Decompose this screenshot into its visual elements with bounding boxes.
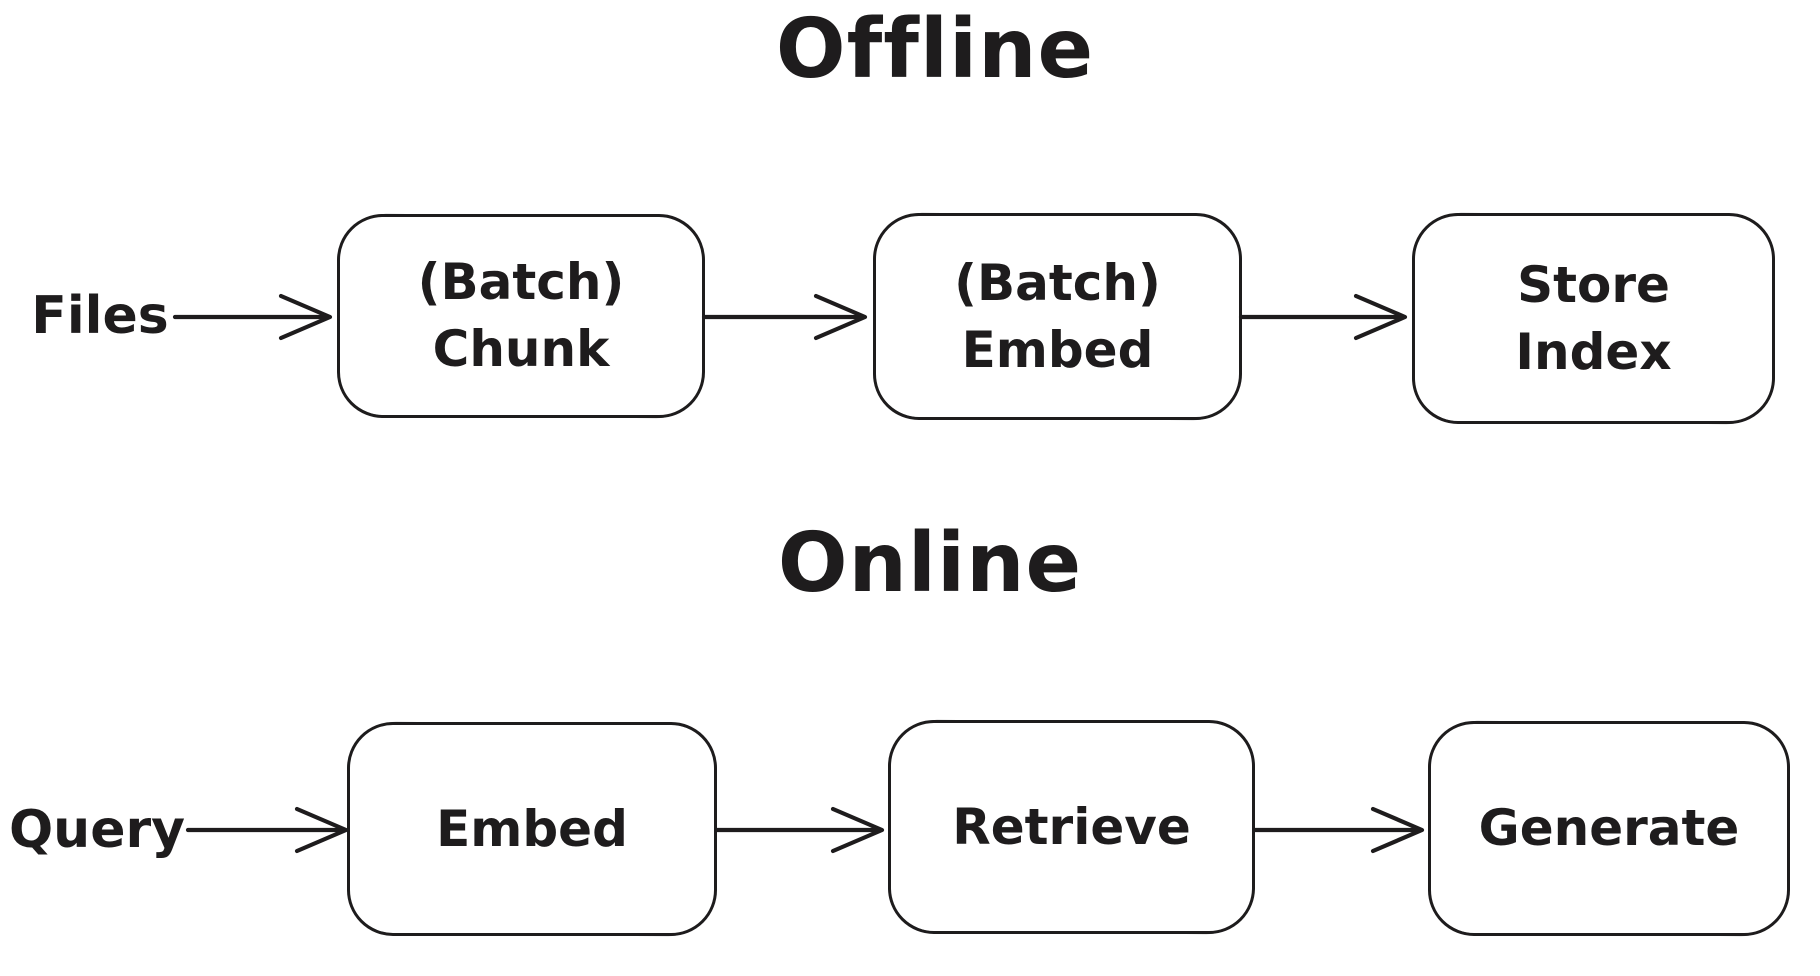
arrow-files-to-chunk-icon [172,293,333,341]
node-retrieve: Retrieve [888,720,1255,934]
arrow-embed-to-retrieve-icon [714,806,885,854]
arrow-retrieve-to-generate-icon [1252,806,1425,854]
node-label-line: Retrieve [952,797,1191,856]
query-label: Query [8,800,186,860]
offline-section-title: Offline [775,2,1095,97]
node-label-line: Embed [961,320,1154,379]
arrow-embed-to-store-icon [1238,293,1408,341]
node-batch-chunk: (Batch) Chunk [337,214,705,418]
online-section-title: Online [777,516,1083,611]
node-embed: Embed [347,722,717,936]
node-store-index: Store Index [1412,213,1775,424]
files-label: Files [31,286,169,346]
node-label-line: Chunk [432,320,610,378]
node-label-line: (Batch) [417,253,625,311]
node-label-line: Embed [436,799,628,858]
node-label-line: Index [1515,322,1672,381]
arrow-chunk-to-embed-icon [701,293,868,341]
node-label-line: (Batch) [954,253,1161,312]
node-label-line: Store [1517,255,1670,314]
arrow-query-to-embed-icon [185,806,349,854]
node-batch-embed: (Batch) Embed [873,213,1242,420]
node-generate: Generate [1428,721,1790,936]
node-label-line: Generate [1478,799,1740,857]
